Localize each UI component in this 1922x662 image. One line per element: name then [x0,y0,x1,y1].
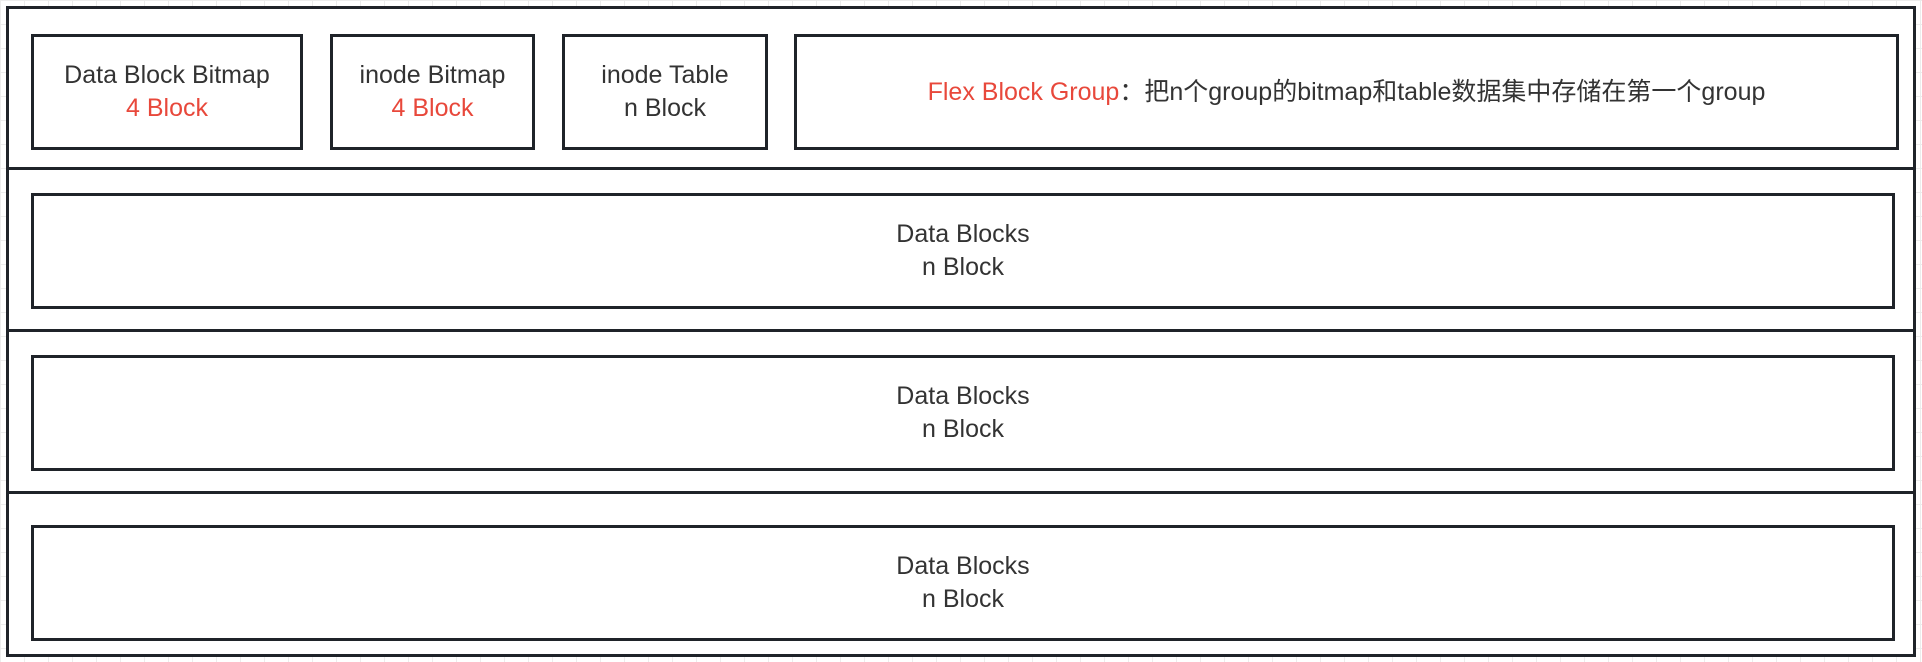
flex-block-group-label: Flex Block Group [927,77,1120,106]
inode-bitmap-title: inode Bitmap [359,61,506,89]
flex-block-group-box: Flex Block Group：把n个group的bitmap和table数据… [794,34,1899,150]
data-blocks-box: Data Blocks n Block [31,525,1895,641]
data-blocks-title: Data Blocks [896,382,1030,410]
data-blocks-box: Data Blocks n Block [31,193,1895,309]
data-blocks-title: Data Blocks [896,552,1030,580]
inode-table-title: inode Table [601,61,729,89]
inode-table-size: n Block [624,94,706,122]
data-blocks-title: Data Blocks [896,220,1030,248]
row-divider [6,329,1916,332]
data-blocks-box: Data Blocks n Block [31,355,1895,471]
row-divider [6,491,1916,494]
inode-bitmap-size: 4 Block [391,94,474,122]
data-blocks-size: n Block [922,415,1004,443]
flex-block-group-description: ：把n个group的bitmap和table数据集中存储在第一个group [1119,77,1766,106]
row-divider [6,167,1916,170]
data-blocks-size: n Block [922,585,1004,613]
data-block-bitmap-size: 4 Block [126,94,208,122]
data-blocks-size: n Block [922,253,1004,281]
data-block-bitmap-title: Data Block Bitmap [64,61,270,89]
inode-bitmap-box: inode Bitmap 4 Block [330,34,535,150]
inode-table-box: inode Table n Block [562,34,768,150]
data-block-bitmap-box: Data Block Bitmap 4 Block [31,34,303,150]
flex-block-group-caption: Flex Block Group：把n个group的bitmap和table数据… [928,76,1766,109]
